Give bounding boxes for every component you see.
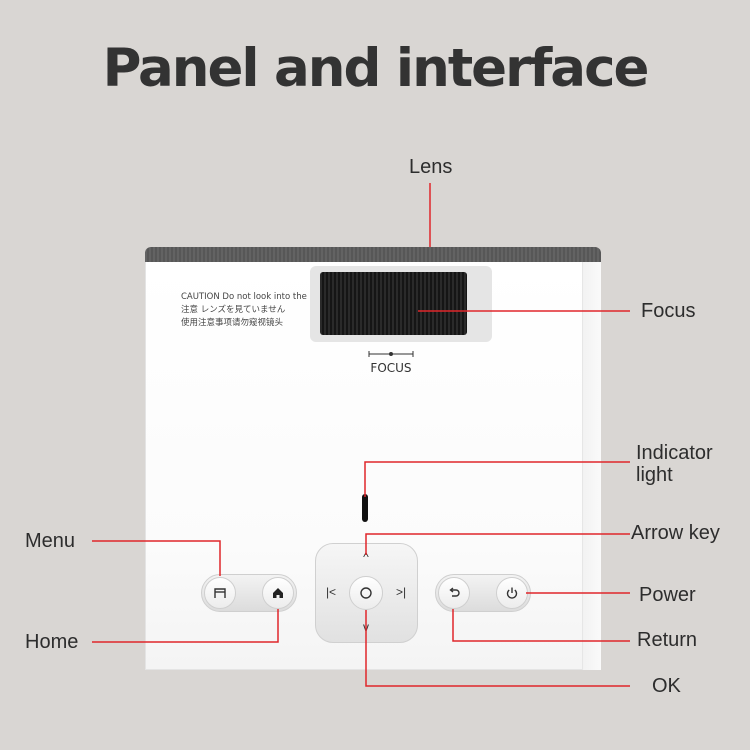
ok-button[interactable]	[349, 576, 383, 610]
home-button[interactable]	[262, 577, 294, 609]
ok-callout-line	[365, 610, 630, 687]
power-icon	[506, 587, 518, 599]
indicator-label-line1: Indicator	[636, 442, 713, 464]
caution-notice: CAUTION Do not look into the lens. 注意 レン…	[181, 291, 330, 330]
return-label: Return	[637, 629, 698, 651]
lens-label: Lens	[409, 156, 453, 178]
indicator-label-line2: light	[636, 464, 673, 486]
focus-wheel[interactable]	[320, 272, 467, 335]
return-button[interactable]	[438, 577, 470, 609]
focus-label: Focus	[641, 300, 696, 322]
home-icon	[273, 588, 283, 598]
menu-callout-line	[92, 540, 221, 576]
arrow-up-icon[interactable]: ^	[363, 550, 369, 564]
home-label: Home	[25, 631, 79, 653]
return-callout-line	[452, 609, 630, 642]
projector-fabric-top	[145, 247, 601, 263]
menu-button[interactable]	[204, 577, 236, 609]
return-icon	[449, 587, 460, 597]
focus-scale-icon	[368, 351, 414, 357]
ok-icon	[360, 587, 372, 599]
indicator-light	[362, 494, 368, 522]
arrow-key-label: Arrow key	[631, 522, 720, 544]
caution-line-en: CAUTION Do not look into the lens.	[181, 292, 330, 302]
arrow-left-icon[interactable]: |<	[325, 585, 337, 599]
page-title: Panel and interface	[102, 38, 650, 99]
ok-label: OK	[652, 675, 681, 697]
menu-label: Menu	[25, 530, 76, 552]
focus-marking: FOCUS	[370, 361, 412, 375]
indicator-callout-line	[364, 461, 630, 497]
caution-line-ja: 注意 レンズを見ていません	[181, 305, 286, 315]
caution-line-zh: 使用注意事项请勿窥视镜头	[181, 318, 284, 328]
projector-side-edge	[582, 262, 601, 670]
menu-icon	[214, 588, 226, 598]
arrow-key-callout-line	[365, 533, 630, 555]
home-callout-line	[92, 609, 279, 643]
indicator-label: Indicator light	[636, 442, 713, 486]
power-label: Power	[639, 584, 696, 606]
arrow-right-icon[interactable]: >|	[395, 585, 407, 599]
